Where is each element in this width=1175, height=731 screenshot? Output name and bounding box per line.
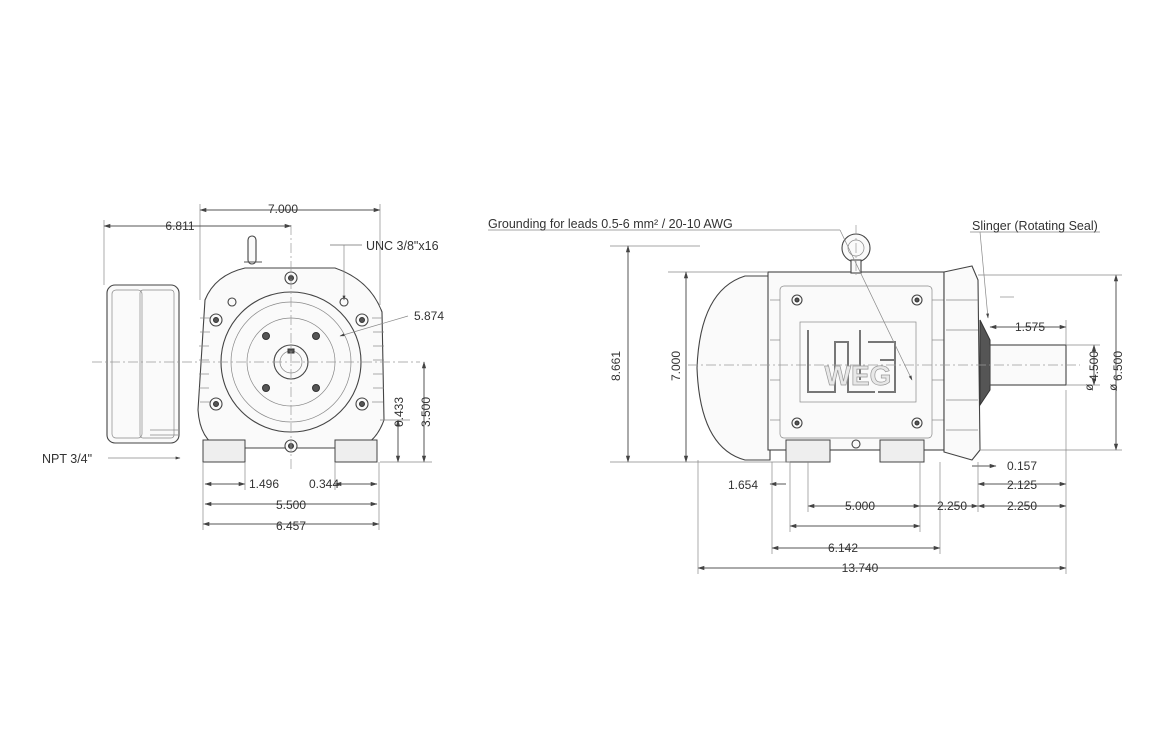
dim-foot-height: 0.433 [392, 397, 406, 427]
dim-rear-offset: 1.654 [728, 478, 758, 492]
dim-base-length: 6.142 [828, 541, 858, 555]
callout-slinger: Slinger (Rotating Seal) [972, 219, 1098, 233]
fan-cover [696, 275, 771, 461]
dim-diameter-symbol-2: ø [1106, 383, 1120, 391]
side-foot-front [879, 439, 925, 463]
terminal-box [106, 284, 180, 444]
callout-grounding: Grounding for leads 0.5-6 mm² / 20-10 AW… [488, 217, 733, 231]
dim-front-width: 7.000 [268, 202, 298, 216]
label-unc-thread: UNC 3/8"x16 [366, 239, 439, 253]
dim-shaft-shoulder: 2.125 [1007, 478, 1037, 492]
slinger-seal [979, 319, 991, 407]
dim-shaft-length: 1.575 [1015, 320, 1045, 334]
side-foot-rear [785, 439, 831, 463]
dim-mounting-width: 5.500 [276, 498, 306, 512]
dim-frame-height: 7.000 [669, 351, 683, 381]
drive-end-shield [943, 265, 981, 461]
front-view: 7.000 6.811 UNC 3/8"x16 5.874 0.433 3.50… [42, 202, 444, 533]
dim-flange-to-end: 2.250 [1007, 499, 1037, 513]
side-dimension-lines [488, 229, 1122, 574]
dim-overall-base-width: 6.457 [276, 519, 306, 533]
label-npt-conduit: NPT 3/4" [42, 452, 92, 466]
eye-bolt [244, 235, 262, 265]
dim-shaft-height: 3.500 [419, 397, 433, 427]
dim-overall-height: 8.661 [609, 351, 623, 381]
front-dimension-lines [103, 204, 432, 530]
dim-front-terminal-offset: 6.811 [165, 219, 194, 233]
dim-foot-to-flange: 2.250 [937, 499, 967, 513]
dim-foot-width: 1.496 [249, 477, 279, 491]
dim-foot-spacing: 5.000 [845, 499, 875, 513]
dim-pilot-diameter: 4.500 [1087, 351, 1101, 381]
dim-foot-hole: 0.344 [309, 477, 339, 491]
dim-bolt-circle: 5.874 [414, 309, 444, 323]
bolt-holes [209, 271, 369, 453]
side-view: WEG [488, 217, 1125, 575]
dim-flange-diameter: 6.500 [1111, 351, 1125, 381]
dim-diameter-symbol-1: ø [1082, 383, 1096, 391]
dim-shoulder: 0.157 [1007, 459, 1037, 473]
dim-overall-length: 13.740 [842, 561, 879, 575]
